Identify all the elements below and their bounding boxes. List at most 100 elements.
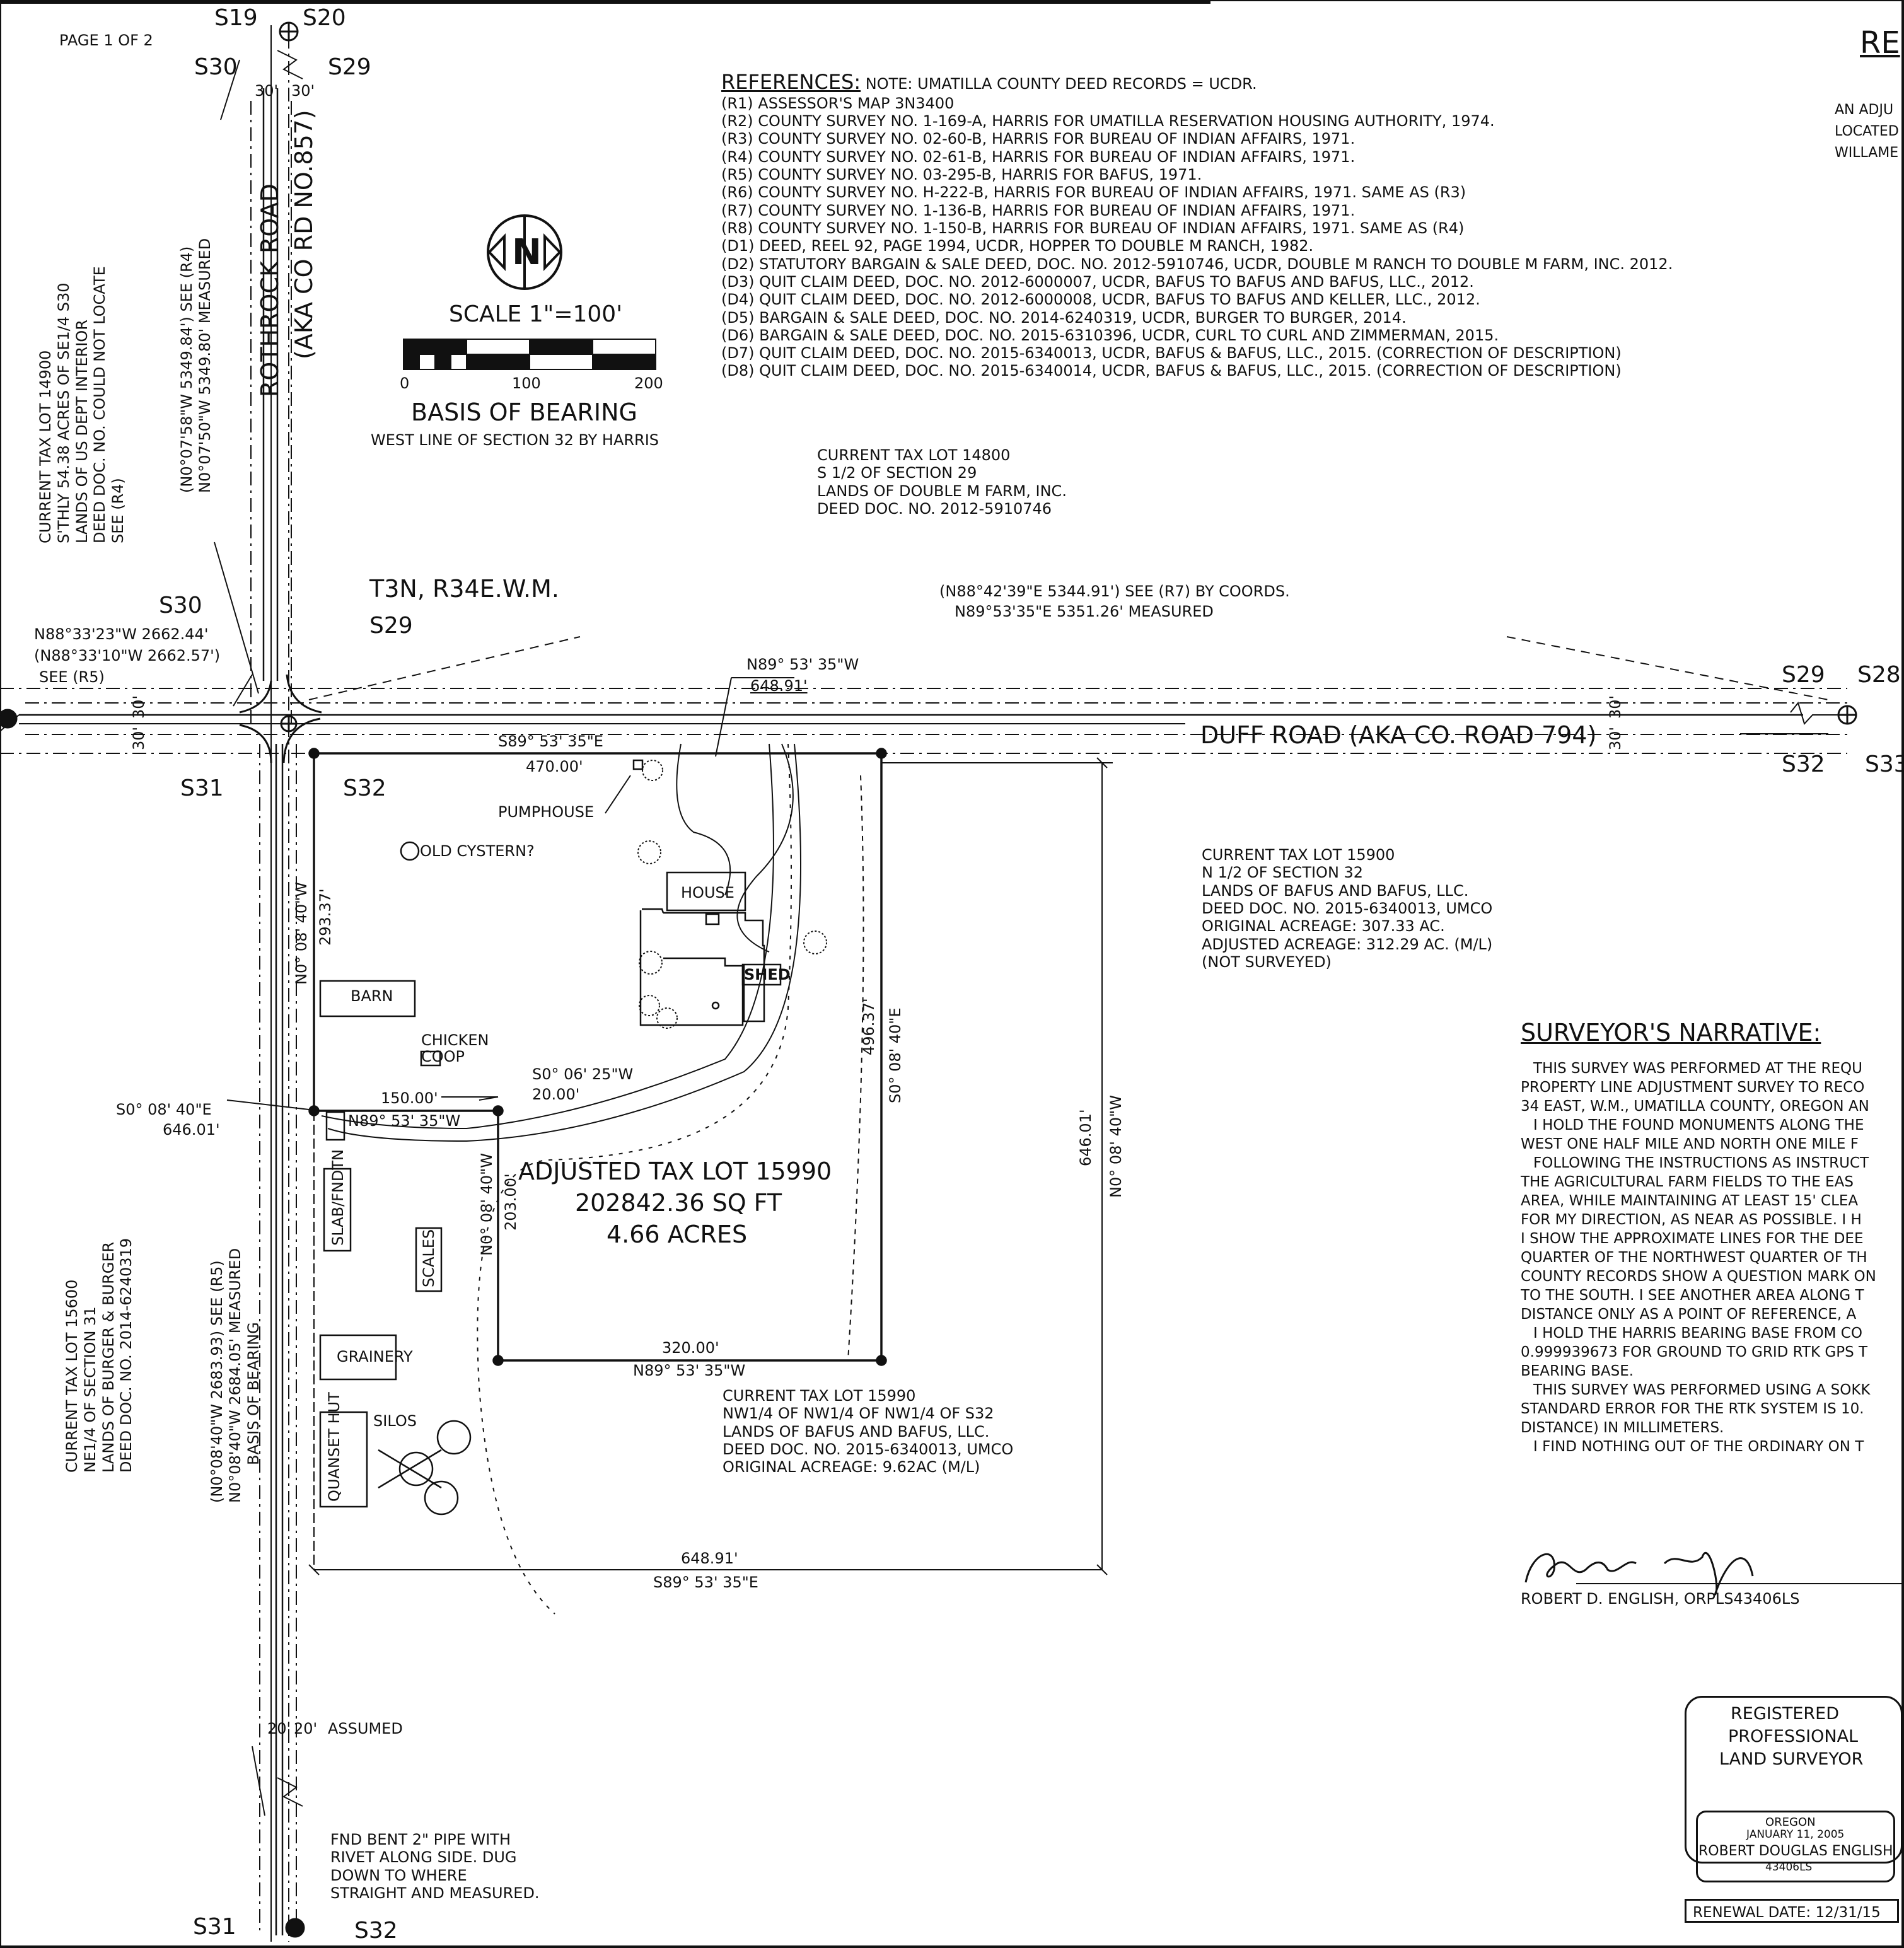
- tax-lot-15990-line: LANDS OF BAFUS AND BAFUS, LLC.: [723, 1422, 990, 1441]
- assumed-label: ASSUMED: [328, 1720, 403, 1737]
- east-full-distance: 646.01': [1077, 1109, 1094, 1166]
- township-label: T3N, R34E.W.M.: [369, 575, 559, 603]
- reference-item: (D1) DEED, REEL 92, PAGE 1994, UCDR, HOP…: [721, 237, 1314, 255]
- inner-west-bearing: N0° 08' 40"W: [478, 1153, 496, 1256]
- jog-bearing: S0° 06' 25"W: [532, 1065, 634, 1083]
- tax-lot-14800-block: CURRENT TAX LOT 14800 S 1/2 OF SECTION 2…: [817, 446, 1067, 518]
- section-label-s29-top: S29: [328, 54, 371, 80]
- seal-inner-box: [1696, 1811, 1895, 1882]
- tax-lot-14900-line: SEE (R4): [109, 478, 127, 543]
- rothrock-road-lines: [214, 25, 322, 1942]
- narrative-line: COUNTY RECORDS SHOW A QUESTION MARK ON: [1521, 1268, 1876, 1285]
- section-label-s20-top: S20: [303, 5, 346, 31]
- adjusted-lot-area: 202842.36 SQ FT: [575, 1189, 782, 1217]
- references-block: REFERENCES: NOTE: UMATILLA COUNTY DEED R…: [721, 70, 1673, 380]
- reference-item: (D2) STATUTORY BARGAIN & SALE DEED, DOC.…: [721, 255, 1673, 273]
- inner-south-distance: 320.00': [662, 1339, 719, 1357]
- seal-date: JANUARY 11, 2005: [1746, 1828, 1845, 1841]
- found-monument-line: STRAIGHT AND MEASURED.: [330, 1884, 540, 1902]
- reference-item: (R3) COUNTY SURVEY NO. 02-60-B, HARRIS F…: [721, 130, 1355, 148]
- sec32-west-basis: BASIS OF BEARING: [244, 1322, 262, 1465]
- reference-item: (R7) COUNTY SURVEY NO. 1-136-B, HARRIS F…: [721, 201, 1355, 219]
- scale-tick-200: 200: [634, 374, 663, 392]
- south-line-bearing: S89° 53' 35"E: [653, 1574, 758, 1591]
- tax-lot-15900-line: (NOT SURVEYED): [1202, 953, 1332, 971]
- reference-item: (D3) QUIT CLAIM DEED, DOC. NO. 2012-6000…: [721, 272, 1474, 291]
- basis-of-bearing-title: BASIS OF BEARING: [411, 398, 637, 426]
- reference-item: (R5) COUNTY SURVEY NO. 03-295-B, HARRIS …: [721, 166, 1202, 183]
- surveyor-seal: REGISTERED PROFESSIONAL LAND SURVEYOR: [1685, 1696, 1903, 1864]
- west-callout-distance: 646.01': [163, 1121, 220, 1139]
- west-line-distance: 293.37': [316, 888, 334, 946]
- section-label-s29-right: S29: [1782, 662, 1825, 688]
- narrative-line: THIS SURVEY WAS PERFORMED AT THE REQU: [1533, 1060, 1862, 1077]
- tax-lot-15900-line: LANDS OF BAFUS AND BAFUS, LLC.: [1202, 881, 1469, 900]
- tax-lot-15990-block: CURRENT TAX LOT 15990 NW1/4 OF NW1/4 OF …: [723, 1387, 1013, 1476]
- dimension-marks: [308, 733, 1903, 1584]
- scales-label: SCALES: [420, 1229, 438, 1287]
- tax-lot-15600-line: DEED DOC. NO. 2014-6240319: [117, 1238, 136, 1473]
- surveyor-line: ROBERT D. ENGLISH, ORPLS43406LS: [1521, 1590, 1800, 1608]
- tax-lot-15900-line: ADJUSTED ACREAGE: 312.29 AC. (M/L): [1202, 935, 1493, 953]
- references-heading: REFERENCES:: [721, 70, 861, 94]
- duff-road-lines: [0, 636, 1847, 754]
- title-line-3: WILLAME: [1835, 145, 1899, 161]
- section-west-line-bearings: (N0°07'58"W 5349.84') SEE (R4) N0°07'50"…: [178, 238, 214, 493]
- structures: [319, 759, 782, 1516]
- grainery-label: GRAINERY: [337, 1348, 413, 1365]
- section-label-s32-right: S32: [1782, 751, 1825, 777]
- section-label-s33-right: S33: [1865, 751, 1904, 777]
- tax-lot-14800-line: CURRENT TAX LOT 14800: [817, 446, 1011, 464]
- inner-west-distance: 203.00': [502, 1173, 520, 1231]
- references-note: NOTE: UMATILLA COUNTY DEED RECORDS = UCD…: [865, 75, 1257, 93]
- narrative-line: I HOLD THE HARRIS BEARING BASE FROM CO: [1533, 1325, 1862, 1342]
- reference-item: (R4) COUNTY SURVEY NO. 02-61-B, HARRIS F…: [721, 148, 1355, 166]
- sec32-west-r5: (N0°08'40"W 2683.93) SEE (R5): [208, 1260, 226, 1503]
- road-width-duff-a: 30': [1606, 695, 1624, 719]
- narrative-line: THIS SURVEY WAS PERFORMED USING A SOKK: [1533, 1382, 1871, 1398]
- section-label-s29-mid: S29: [369, 613, 413, 639]
- inner-north-bearing: N89° 53' 35"W: [348, 1112, 461, 1130]
- inner-south-bearing: N89° 53' 35"W: [633, 1362, 746, 1379]
- rothrock-road-label: ROTHROCK ROAD: [256, 183, 284, 397]
- scale-label: SCALE 1"=100': [449, 301, 623, 327]
- narrative-line: TO THE SOUTH. I SEE ANOTHER AREA ALONG T: [1521, 1287, 1864, 1304]
- tax-lot-15600-line: CURRENT TAX LOT 15600: [63, 1279, 81, 1473]
- road-width-bottom-a: 20': [267, 1720, 291, 1737]
- scale-tick-0: 0: [400, 374, 410, 392]
- renewal-date: RENEWAL DATE: 12/31/15: [1685, 1899, 1899, 1923]
- sec32-west-measured: N0°08'40"W 2684.05' MEASURED: [226, 1248, 244, 1503]
- road-width-left-b: 30': [130, 726, 148, 750]
- title-line-2: LOCATED: [1835, 124, 1899, 139]
- tax-lot-15900-line: CURRENT TAX LOT 15900: [1202, 846, 1395, 864]
- road-width-duff-b: 30': [1606, 726, 1624, 750]
- adjusted-lot-acres: 4.66 ACRES: [607, 1220, 748, 1248]
- tax-lot-15900-block: CURRENT TAX LOT 15900 N 1/2 OF SECTION 3…: [1202, 846, 1492, 971]
- section32-west-bearings: (N0°08'40"W 2683.93) SEE (R5) N0°08'40"W…: [208, 1248, 262, 1503]
- found-monument-line: FND BENT 2" PIPE WITH: [330, 1831, 511, 1848]
- tax-lot-15990-line: CURRENT TAX LOT 15990: [723, 1387, 916, 1405]
- section-label-s19-top: S19: [214, 5, 258, 31]
- tax-lot-14900-line: DEED DOC. NO. COULD NOT LOCATE: [91, 266, 109, 543]
- tax-lot-15990-line: ORIGINAL ACREAGE: 9.62AC (M/L): [723, 1458, 980, 1476]
- narrative-line: WEST ONE HALF MILE AND NORTH ONE MILE F: [1521, 1136, 1859, 1152]
- narrative-line: QUARTER OF THE NORTHWEST QUARTER OF TH: [1521, 1249, 1867, 1266]
- barn-label: BARN: [351, 987, 393, 1005]
- sec-west-r4: (N0°07'58"W 5349.84') SEE (R4): [178, 246, 195, 493]
- section-label-s31-bottom: S31: [193, 1914, 236, 1940]
- reference-item: (R2) COUNTY SURVEY NO. 1-169-A, HARRIS F…: [721, 112, 1495, 130]
- narrative-line: BEARING BASE.: [1521, 1363, 1634, 1379]
- basis-of-bearing-subtitle: WEST LINE OF SECTION 32 BY HARRIS: [371, 431, 659, 449]
- reference-item: (R1) ASSESSOR'S MAP 3N3400: [721, 94, 955, 112]
- reference-item: (R8) COUNTY SURVEY NO. 1-150-B, HARRIS F…: [721, 219, 1465, 237]
- tax-lot-15990-line: NW1/4 OF NW1/4 OF NW1/4 OF S32: [723, 1405, 994, 1423]
- found-monument-note: FND BENT 2" PIPE WITH RIVET ALONG SIDE. …: [330, 1831, 540, 1902]
- silos-label: SILOS: [373, 1412, 417, 1430]
- west-callout-bearing: S0° 08' 40"E: [116, 1101, 212, 1118]
- s30-line-bearing-3: SEE (R5): [39, 668, 105, 686]
- found-monument-line: RIVET ALONG SIDE. DUG: [330, 1848, 517, 1867]
- section-line-record: (N88°42'39"E 5344.91') SEE (R7) BY COORD…: [939, 583, 1290, 600]
- narrative-line: FOLLOWING THE INSTRUCTIONS AS INSTRUCT: [1533, 1155, 1869, 1171]
- trees: [637, 760, 827, 1029]
